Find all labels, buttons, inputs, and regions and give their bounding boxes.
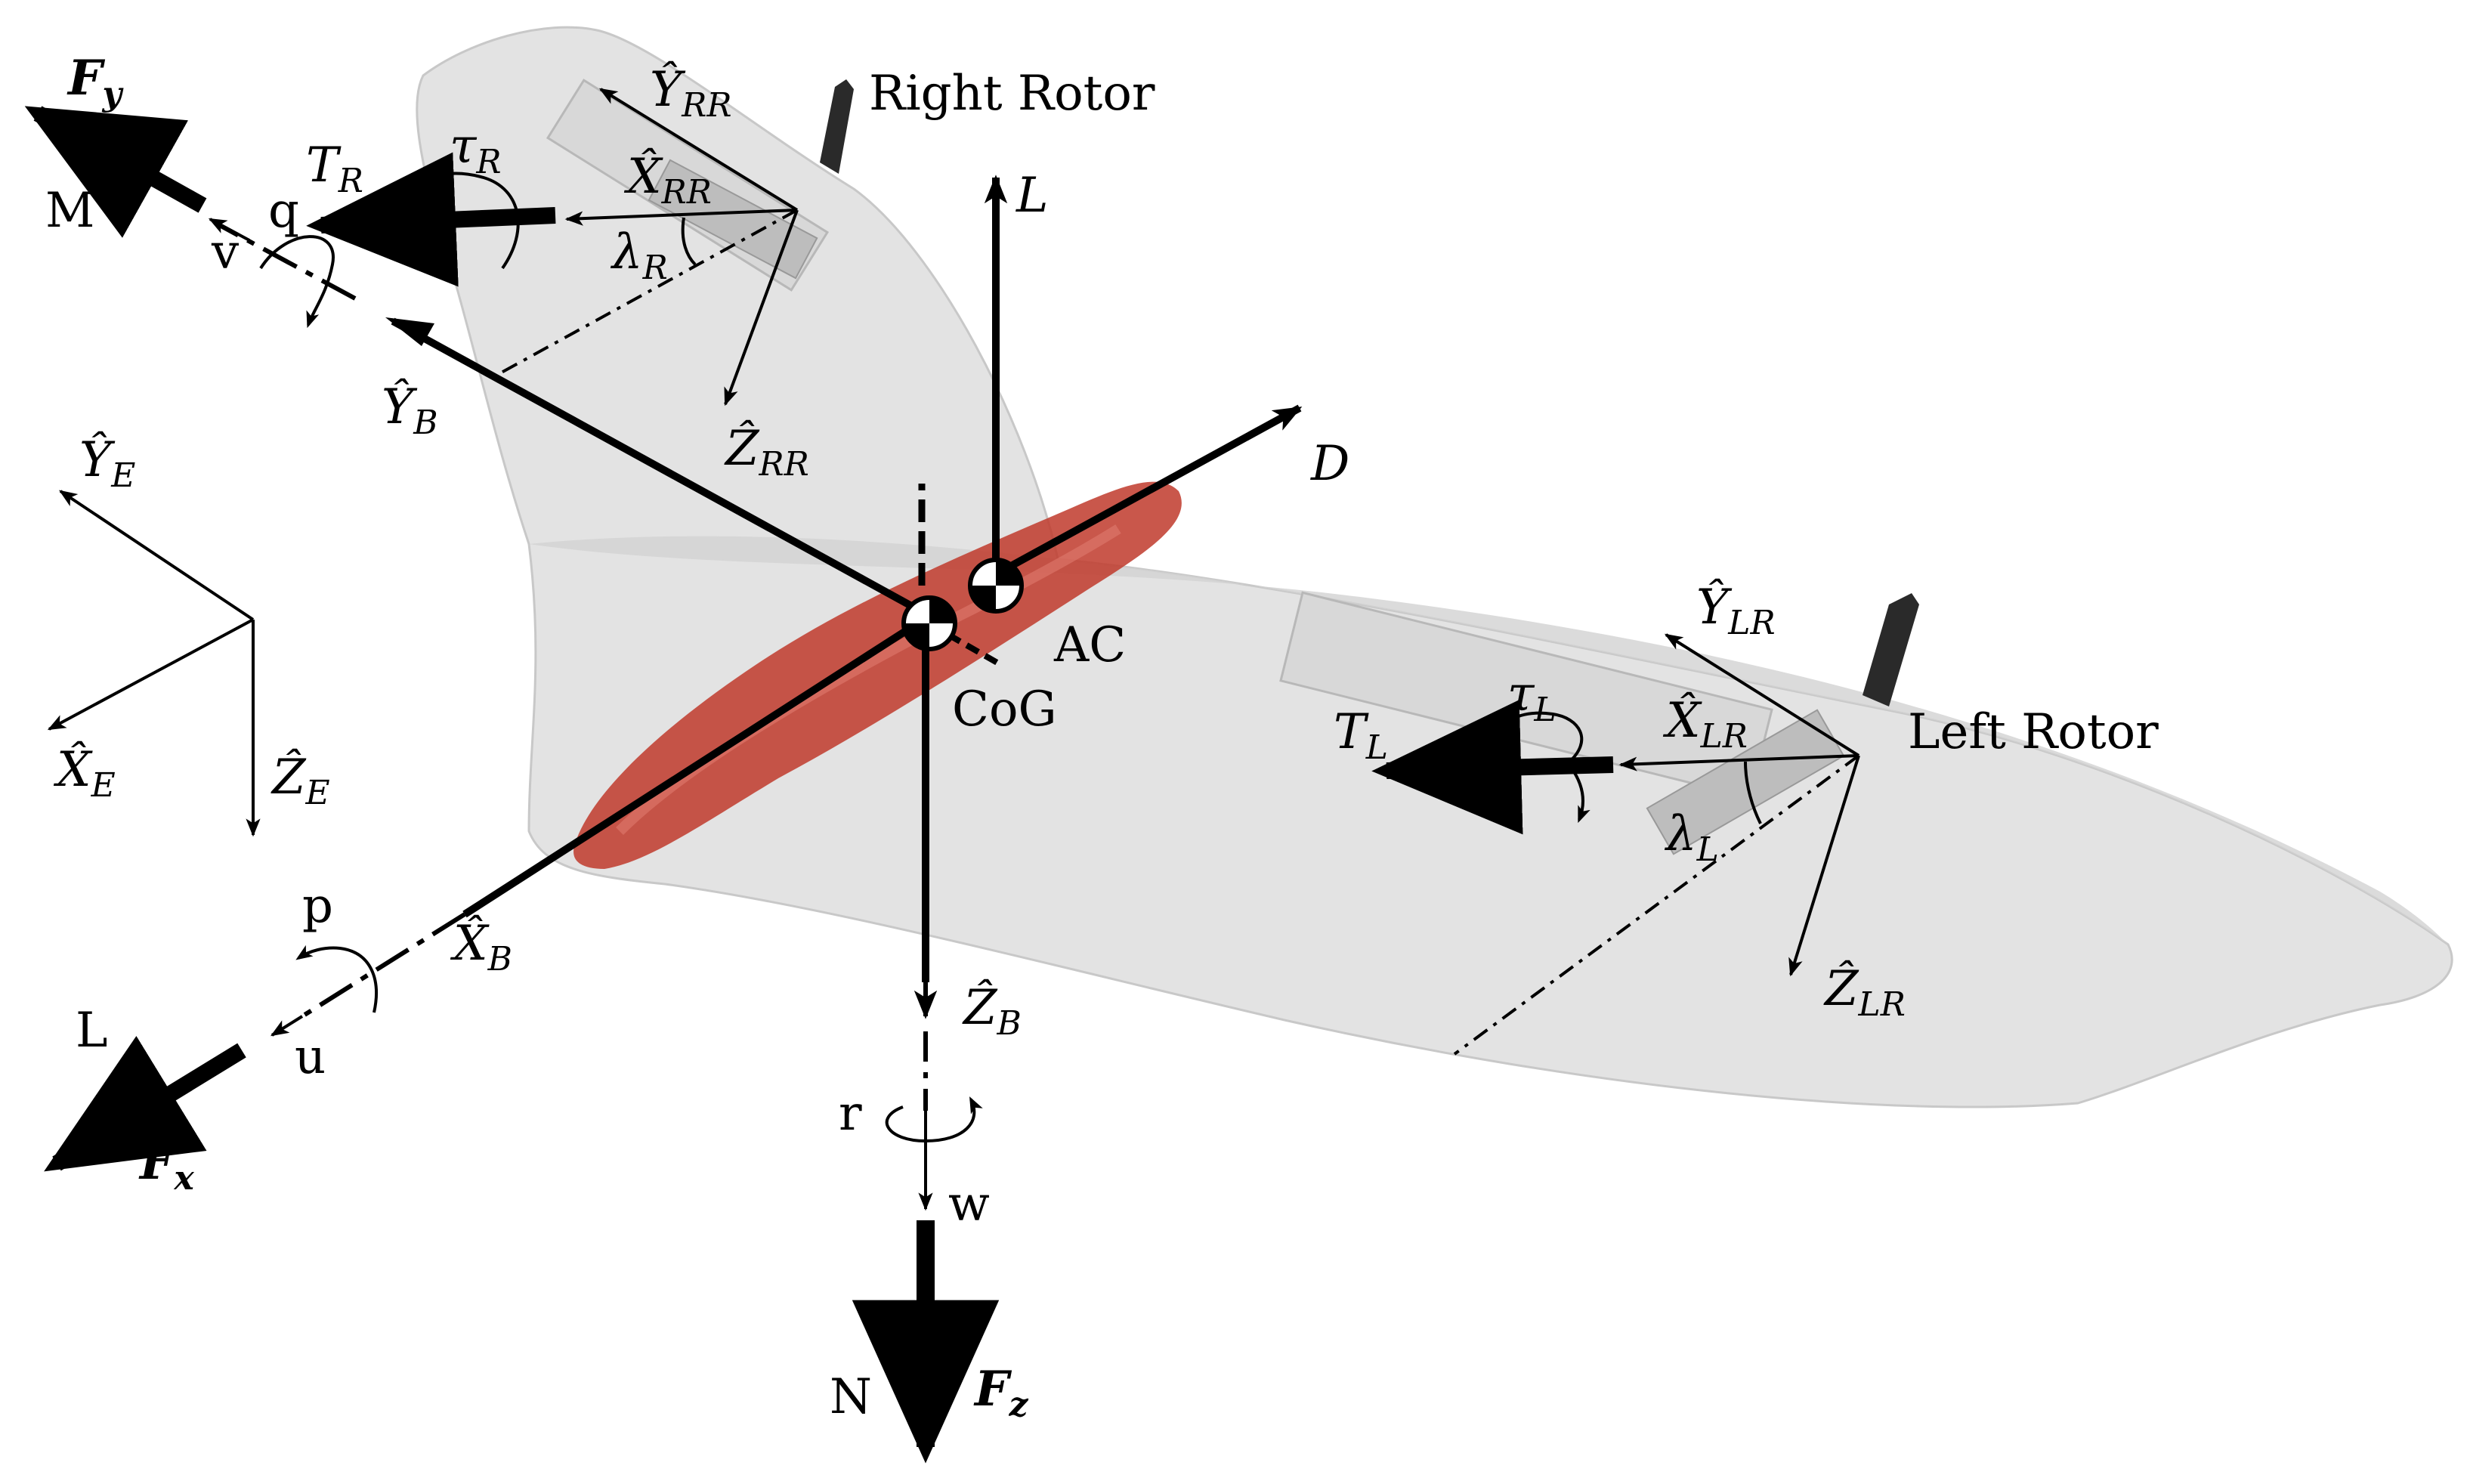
ye-axis: [59, 490, 255, 621]
tl-thrust-arrow: [1371, 700, 1614, 835]
zlr-axis: [1788, 755, 1860, 977]
xlr-axis: [1618, 754, 1859, 771]
ac-marker: [968, 558, 1024, 614]
tr-thrust-arrow: [306, 152, 556, 287]
tau-r-label: τR: [450, 119, 502, 181]
m-moment-label: M: [45, 183, 95, 239]
r-rate-arc: [885, 1096, 983, 1143]
ylr-axis: [1664, 633, 1860, 757]
xe-label: X̂E: [53, 741, 116, 805]
wing-leading-edge-shade: [529, 536, 2448, 945]
lift-label: L: [1016, 168, 1049, 224]
zrr-axis: [724, 209, 799, 407]
tr-label: TR: [306, 138, 363, 200]
right-propeller-blade: [820, 79, 854, 174]
lambda-r-label: λR: [610, 224, 668, 287]
yb-label: ŶB: [382, 378, 438, 442]
cog-marker: [901, 595, 957, 651]
v-velocity-arrow: [208, 218, 250, 242]
right-rotor-group: [306, 88, 799, 407]
r-label: r: [839, 1086, 862, 1142]
yrr-axis: [598, 88, 799, 212]
p-label: p: [302, 878, 333, 934]
xrr-label: X̂RR: [623, 148, 712, 212]
yb-axis-line: [391, 317, 932, 620]
fy-force-arrow: [24, 106, 207, 238]
xb-label: X̂B: [450, 915, 512, 979]
left-rotor-group: [1371, 633, 1860, 1056]
lambda-r-arc: [681, 217, 697, 266]
flying-wing-airframe: [416, 26, 2453, 1108]
cog-label: CoG: [952, 682, 1057, 737]
right-rotor-label: Right Rotor: [869, 66, 1155, 122]
ac-label: AC: [1053, 617, 1126, 673]
u-label: u: [295, 1029, 326, 1085]
left-rotor-label: Left Rotor: [1908, 704, 2159, 760]
u-velocity-arrow: [270, 1015, 304, 1037]
fz-label: Fz: [973, 1361, 1028, 1424]
zrr-label: ẐRR: [724, 420, 809, 484]
right-motor-pod: [648, 159, 818, 280]
xb-dashed-segment: [301, 912, 466, 1019]
fx-force-arrow: [44, 1035, 246, 1172]
tau-r-arc: [424, 167, 520, 270]
left-propeller-blade: [1863, 593, 1919, 706]
tau-l-label: τL: [1507, 666, 1557, 729]
l-moment-label: L: [76, 1003, 108, 1059]
tau-l-arc: [1502, 711, 1583, 820]
xb-axis-line: [462, 612, 932, 918]
w-label: w: [948, 1176, 990, 1232]
diagram-labels: Fy Fx Fz L D M L N v q p u r w ŶB X̂B ẐB…: [45, 50, 2159, 1425]
body-frame: [24, 106, 1303, 1464]
p-rate-arc: [295, 945, 378, 1013]
lambda-l-arc: [1744, 761, 1762, 824]
drag-label: D: [1310, 436, 1349, 492]
zb-label: ẐB: [962, 979, 1022, 1043]
zlr-label: ẐLR: [1823, 960, 1906, 1024]
earth-frame: [47, 490, 261, 837]
cog-tail-dashed: [947, 632, 1003, 668]
fy-label: Fy: [66, 50, 124, 113]
drag-arrow: [994, 404, 1303, 578]
yrr-label: ŶRR: [650, 60, 732, 125]
xrr-axis: [564, 209, 798, 226]
lambda-l-label: λL: [1664, 806, 1719, 869]
q-label: q: [268, 183, 299, 239]
yb-axis-arrowhead: [385, 317, 434, 346]
xlr-label: X̂LR: [1662, 692, 1748, 756]
ye-label: ŶE: [79, 431, 135, 495]
left-rotor-dashdot: [1453, 754, 1860, 1056]
fx-label: Fx: [138, 1134, 194, 1198]
ylr-label: ŶLR: [1696, 578, 1776, 642]
n-moment-label: N: [830, 1369, 872, 1425]
tl-label: TL: [1334, 704, 1388, 767]
v-label: v: [211, 224, 239, 280]
ze-label: ẐE: [270, 749, 330, 812]
xe-axis: [47, 618, 254, 731]
